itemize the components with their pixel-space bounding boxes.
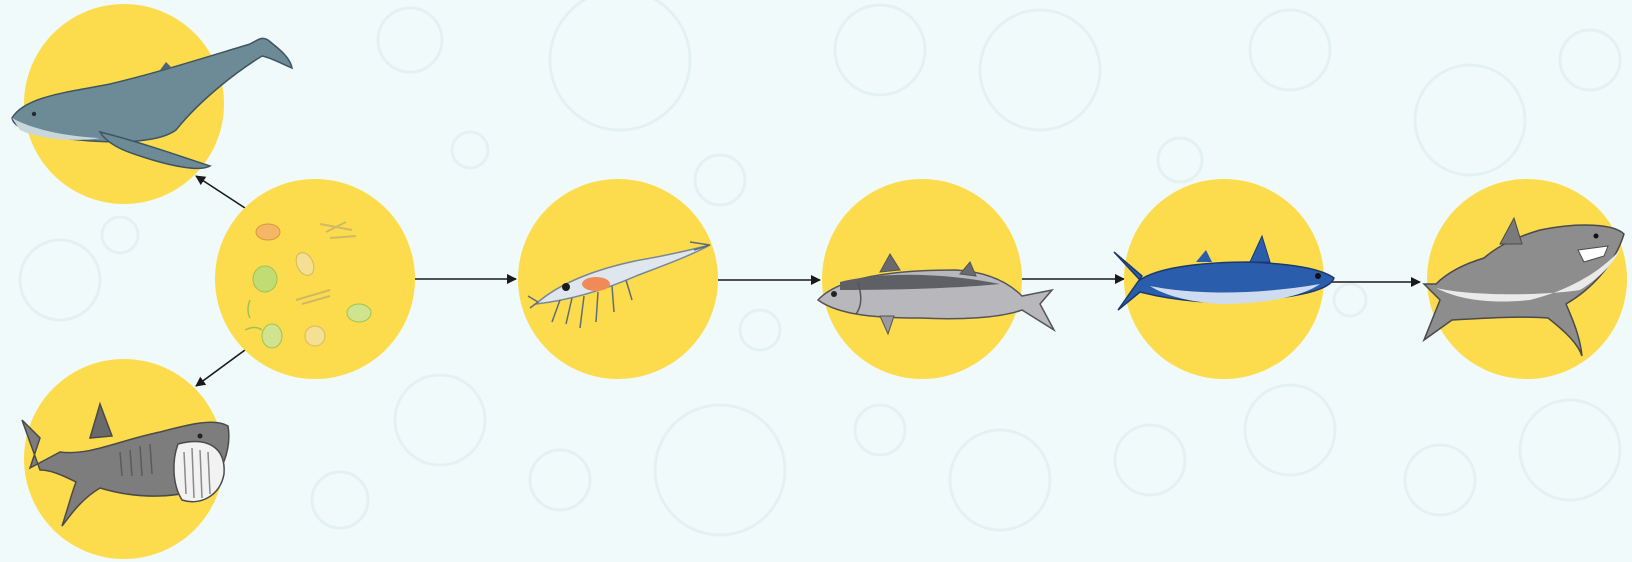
- node-plankton: [215, 179, 415, 379]
- edge-plankton-humpback-whale: [196, 176, 245, 208]
- edge-plankton-basking-shark: [196, 350, 245, 386]
